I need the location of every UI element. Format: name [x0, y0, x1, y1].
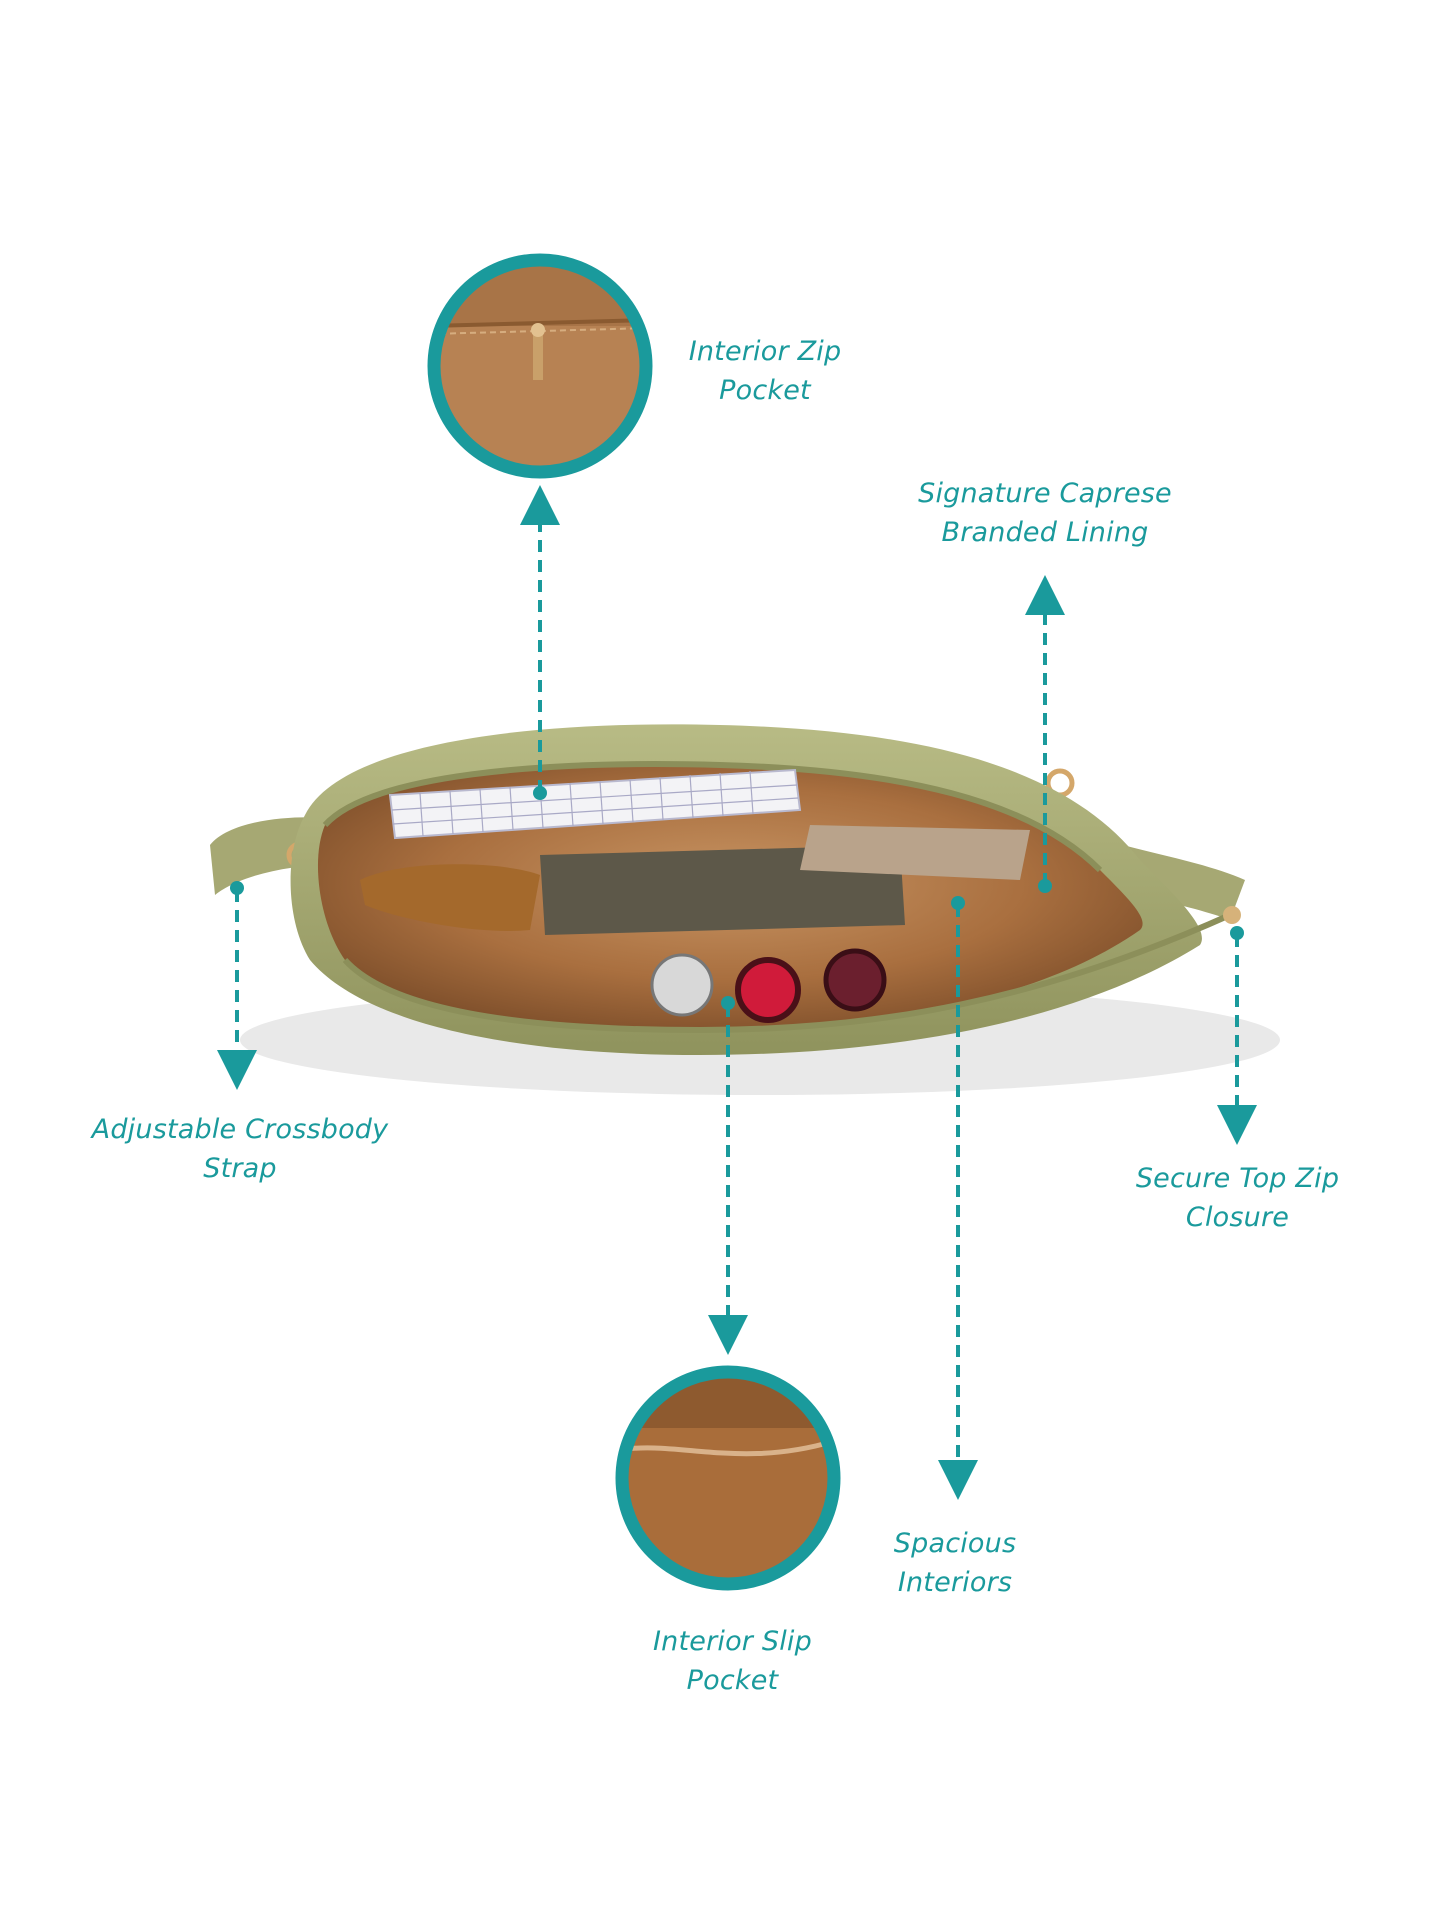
lipstick-red [735, 957, 801, 1023]
notebook-grid [391, 770, 799, 837]
zipper-bottom [342, 912, 1232, 1034]
label-top-zip-closure: Secure Top Zip Closure [1135, 1163, 1340, 1233]
handbag-image [210, 724, 1245, 1055]
label-crossbody-strap: Adjustable Crossbody Strap [91, 1114, 389, 1184]
phone [800, 825, 1030, 880]
dot-zip-pocket [533, 786, 547, 800]
label-spacious-interiors: Spacious Interiors [893, 1528, 1017, 1598]
label-signature-lining: Signature Caprese Branded Lining [918, 478, 1172, 548]
dot-slip-pocket [721, 996, 735, 1010]
dot-lining [1038, 879, 1052, 893]
lipstick-plum [823, 948, 887, 1012]
label-interior-slip-pocket: Interior Slip Pocket [653, 1626, 812, 1696]
dot-zip-closure [1230, 926, 1244, 940]
zipper-top [322, 761, 1103, 873]
dot-interiors [951, 896, 965, 910]
pouch [360, 864, 540, 931]
zoom-circle-slip-pocket [615, 1365, 841, 1591]
lipstick-silver [650, 953, 714, 1017]
label-interior-zip-pocket: Interior Zip Pocket [688, 336, 842, 406]
zipper-pull [1223, 906, 1241, 924]
dot-strap [230, 881, 244, 895]
zoom-circle-zip-pocket [427, 253, 653, 479]
